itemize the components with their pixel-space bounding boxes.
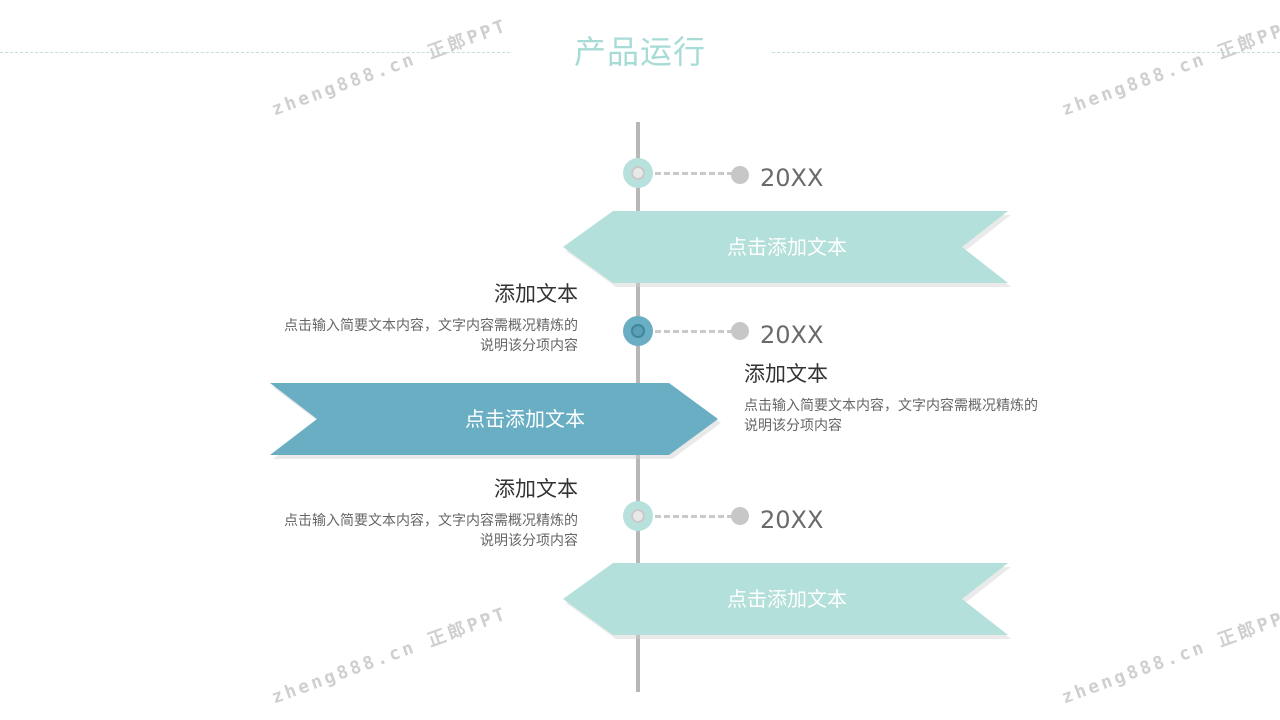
- timeline-marker-2[interactable]: [623, 316, 653, 346]
- note-body-line: 说明该分项内容: [744, 418, 842, 434]
- note-body-line: 点击输入简要文本内容，文字内容需概况精炼的: [744, 398, 1038, 414]
- note-body-left-1[interactable]: 点击输入简要文本内容，文字内容需概况精炼的 说明该分项内容: [220, 316, 578, 356]
- arrow-banner-shape: [563, 211, 1011, 287]
- watermark: zheng888.cn 正郎PPT: [1058, 15, 1280, 121]
- timeline-marker-3[interactable]: [623, 501, 653, 531]
- connector-end-dot: [731, 166, 749, 184]
- note-title-right-1[interactable]: 添加文本: [744, 362, 828, 386]
- arrow-banner-3[interactable]: 点击添加文本: [563, 563, 1011, 639]
- note-title-left-1[interactable]: 添加文本: [494, 282, 578, 306]
- connector-end-dot: [731, 322, 749, 340]
- arrow-banner-shape: [270, 383, 721, 459]
- year-label-1[interactable]: 20XX: [760, 164, 824, 192]
- banner-label: 点击添加文本: [727, 587, 847, 611]
- arrow-banner-2[interactable]: 点击添加文本: [270, 383, 721, 459]
- note-body-line: 说明该分项内容: [480, 338, 578, 354]
- dashed-connector: [655, 172, 733, 175]
- arrow-banner-shape: [563, 563, 1011, 639]
- note-body-line: 点击输入简要文本内容，文字内容需概况精炼的: [284, 513, 578, 529]
- note-body-right-1[interactable]: 点击输入简要文本内容，文字内容需概况精炼的 说明该分项内容: [744, 396, 1104, 436]
- connector-end-dot: [731, 507, 749, 525]
- timeline-marker-1[interactable]: [623, 158, 653, 188]
- year-label-2[interactable]: 20XX: [760, 321, 824, 349]
- arrow-banner-1[interactable]: 点击添加文本: [563, 211, 1011, 287]
- note-body-left-2[interactable]: 点击输入简要文本内容，文字内容需概况精炼的 说明该分项内容: [220, 511, 578, 551]
- header-divider-right: [772, 52, 1280, 53]
- dashed-connector: [655, 515, 733, 518]
- banner-label: 点击添加文本: [465, 407, 585, 431]
- banner-label: 点击添加文本: [727, 235, 847, 259]
- dashed-connector: [655, 330, 733, 333]
- watermark: zheng888.cn 正郎PPT: [1058, 603, 1280, 709]
- note-body-line: 说明该分项内容: [480, 533, 578, 549]
- watermark: zheng888.cn 正郎PPT: [268, 15, 511, 121]
- note-title-left-2[interactable]: 添加文本: [494, 477, 578, 501]
- year-label-3[interactable]: 20XX: [760, 506, 824, 534]
- slide-title[interactable]: 产品运行: [573, 33, 706, 71]
- marker-dot: [631, 509, 645, 523]
- marker-dot: [631, 324, 645, 338]
- watermark: zheng888.cn 正郎PPT: [268, 603, 511, 709]
- note-body-line: 点击输入简要文本内容，文字内容需概况精炼的: [284, 318, 578, 334]
- header-divider-left: [0, 52, 510, 53]
- marker-dot: [631, 166, 645, 180]
